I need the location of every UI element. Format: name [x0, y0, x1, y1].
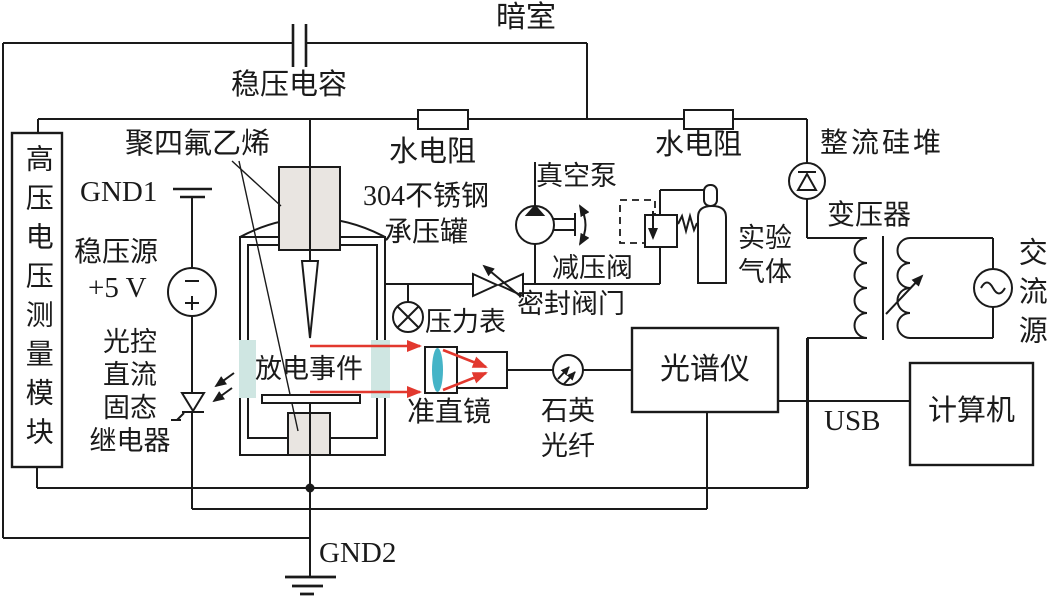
hv-module-box — [10, 131, 64, 469]
gnd2-label: GND2 — [319, 537, 397, 569]
needle-electrode — [300, 260, 320, 339]
dark-room-label: 暗室 — [496, 1, 556, 34]
trigger-line — [191, 198, 708, 510]
secondary-coil — [896, 237, 911, 339]
ptfe-label: 聚四氟乙烯 — [125, 128, 271, 160]
reducing-valve-symbol — [619, 199, 698, 248]
ssr-label: 光控 直流 固态 继电器 — [89, 327, 171, 456]
gnd1-label: GND1 — [80, 176, 158, 208]
collimating-lens-label: 准直镜 — [407, 397, 492, 428]
variable-arrow — [885, 274, 924, 315]
window-right — [371, 340, 390, 398]
discharge-event-label: 放电事件 — [255, 354, 363, 384]
junction-dot — [305, 483, 315, 493]
rectifier-stack-label: 整流硅堆 — [820, 128, 945, 159]
ac-source-label: 交流源 — [1014, 236, 1047, 354]
plate-electrode — [261, 394, 361, 404]
gnd2-symbol — [285, 575, 336, 596]
transformer-label: 变压器 — [827, 200, 912, 231]
vacuum-pump-label: 真空泵 — [536, 161, 617, 191]
optical-windows — [239, 340, 390, 398]
gas-cylinder-symbol — [697, 184, 727, 284]
hv-module-label: 高压电压测量模块 — [21, 144, 53, 456]
water-resistor-symbols — [417, 109, 734, 130]
ptfe-pointer-lines — [231, 160, 299, 432]
ground-return — [36, 338, 809, 489]
usb-label: USB — [824, 405, 881, 437]
ac-source-symbol — [973, 268, 1013, 308]
capacitor-symbol — [291, 24, 308, 67]
light-arrow-1 — [214, 372, 235, 388]
water-resistor-right-label: 水电阻 — [655, 129, 743, 161]
plus-5v-label: +5 V — [88, 272, 147, 304]
light-arrow-2 — [212, 387, 233, 403]
fiber-connector-symbol — [552, 354, 584, 386]
computer-label: 计算机 — [927, 395, 1015, 427]
rotation-arrow — [578, 204, 590, 246]
light-rays — [310, 340, 488, 398]
primary-coil — [853, 237, 868, 339]
experimental-gas-label: 实验 气体 — [738, 223, 792, 287]
spectrometer-label: 光谱仪 — [660, 353, 750, 386]
rectifier-diode-symbol — [788, 162, 826, 200]
vacuum-pump-symbol — [515, 204, 590, 246]
gnd1-symbol — [173, 187, 212, 199]
spectrometer-box — [630, 326, 780, 414]
gas-piping — [385, 162, 704, 302]
steel-tank-label: 304不锈钢 承压罐 — [362, 181, 489, 248]
pressure-gauge-label: 压力表 — [425, 307, 506, 337]
electrodes — [261, 260, 361, 404]
collimator-assembly — [424, 346, 508, 394]
stabilizing-capacitor-label: 稳压电容 — [231, 69, 348, 101]
resistor-right — [683, 109, 734, 130]
sealing-valve-symbol — [472, 264, 524, 298]
instrument-boxes — [10, 131, 1035, 469]
resistor-left — [417, 109, 469, 130]
reducing-valve-label: 减压阀 — [552, 253, 633, 283]
transformer-symbol — [853, 236, 924, 340]
secondary-ac-loop — [910, 237, 994, 339]
capacitor-ground-loop — [2, 42, 588, 539]
lens — [432, 348, 443, 392]
window-left — [239, 340, 256, 398]
dc-source-symbol — [167, 267, 217, 317]
pressure-gauge-symbol — [392, 301, 424, 333]
quartz-fiber-label: 石英 光纤 — [541, 396, 595, 461]
sealing-valve-label: 密封阀门 — [517, 289, 625, 319]
ssr-photodiode-symbol — [171, 372, 235, 421]
water-resistor-left-label: 水电阻 — [389, 136, 477, 168]
regulated-source-label: 稳压源 — [74, 237, 159, 268]
computer-box — [908, 361, 1035, 467]
